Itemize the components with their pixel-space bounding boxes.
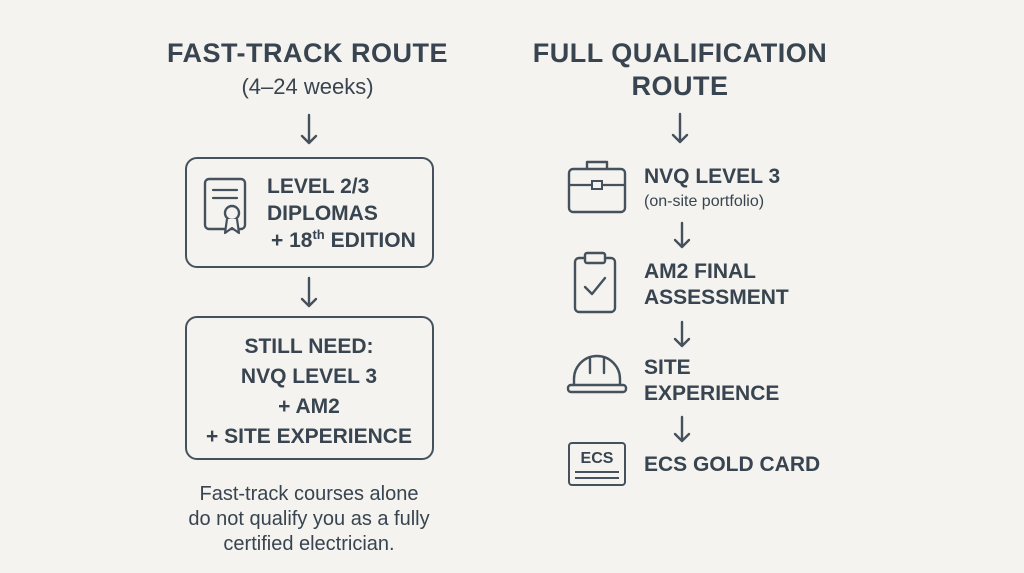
- diplomas-box: LEVEL 2/3 DIPLOMAS + 18th EDITION: [185, 157, 434, 268]
- arrow-down-icon: [672, 320, 692, 354]
- note-line-1: Fast-track courses alone: [199, 483, 419, 505]
- step-site-line-1: SITE: [644, 356, 691, 379]
- edition-sup: th: [312, 227, 325, 242]
- full-route-title-line-2: ROUTE: [631, 71, 729, 101]
- step-nvq-sub: (on-site portfolio): [644, 193, 765, 210]
- arrow-down-icon: [299, 276, 319, 310]
- arrow-down-icon: [670, 112, 690, 146]
- still-need-am2: + AM2: [278, 395, 340, 418]
- certificate-icon: [203, 177, 249, 237]
- ecs-card-stripe: [575, 471, 619, 473]
- note-line-3: certified electrician.: [223, 533, 395, 555]
- step-am2-line-2: ASSESSMENT: [644, 286, 789, 309]
- step-am2-label: AM2 FINAL ASSESSMENT: [644, 259, 789, 311]
- still-need-text: STILL NEED: NVQ LEVEL 3 + AM2 + SITE EXP…: [187, 332, 431, 452]
- step-site-label: SITE EXPERIENCE: [644, 355, 779, 407]
- still-need-site: + SITE EXPERIENCE: [206, 425, 412, 448]
- ecs-card-text: ECS: [580, 450, 614, 467]
- fast-track-note: Fast-track courses alone do not qualify …: [150, 482, 468, 557]
- edition-prefix: + 18: [271, 229, 313, 252]
- edition-suffix: EDITION: [324, 229, 416, 252]
- still-need-nvq: NVQ LEVEL 3: [240, 365, 378, 388]
- clipboard-check-icon: [573, 250, 619, 316]
- arrow-down-icon: [299, 113, 319, 147]
- ecs-card-icon: ECS: [568, 442, 626, 486]
- diplomas-line-2: DIPLOMAS: [267, 202, 378, 225]
- arrow-down-icon: [672, 415, 692, 449]
- ecs-card-stripe: [575, 477, 619, 479]
- step-ecs-label: ECS GOLD CARD: [644, 453, 821, 476]
- briefcase-icon: [567, 157, 627, 215]
- fast-track-duration: (4–24 weeks): [241, 74, 374, 99]
- step-nvq-label: NVQ LEVEL 3: [644, 165, 781, 188]
- fast-track-title: FAST-TRACK ROUTE: [167, 38, 448, 68]
- diplomas-line-1: LEVEL 2/3: [267, 175, 370, 198]
- arrow-down-icon: [672, 221, 692, 255]
- still-need-box: STILL NEED: NVQ LEVEL 3 + AM2 + SITE EXP…: [185, 316, 434, 460]
- full-route-title-line-1: FULL QUALIFICATION: [532, 38, 828, 68]
- still-need-heading: STILL NEED:: [244, 335, 374, 358]
- hard-hat-icon: [566, 351, 628, 395]
- full-route-title: FULL QUALIFICATION ROUTE: [520, 38, 840, 102]
- step-am2-line-1: AM2 FINAL: [644, 260, 756, 283]
- step-site-line-2: EXPERIENCE: [644, 382, 780, 405]
- diplomas-line-3: + 18th EDITION: [267, 227, 432, 254]
- note-line-2: do not qualify you as a fully: [188, 508, 430, 530]
- diplomas-text: LEVEL 2/3 DIPLOMAS + 18th EDITION: [267, 173, 432, 254]
